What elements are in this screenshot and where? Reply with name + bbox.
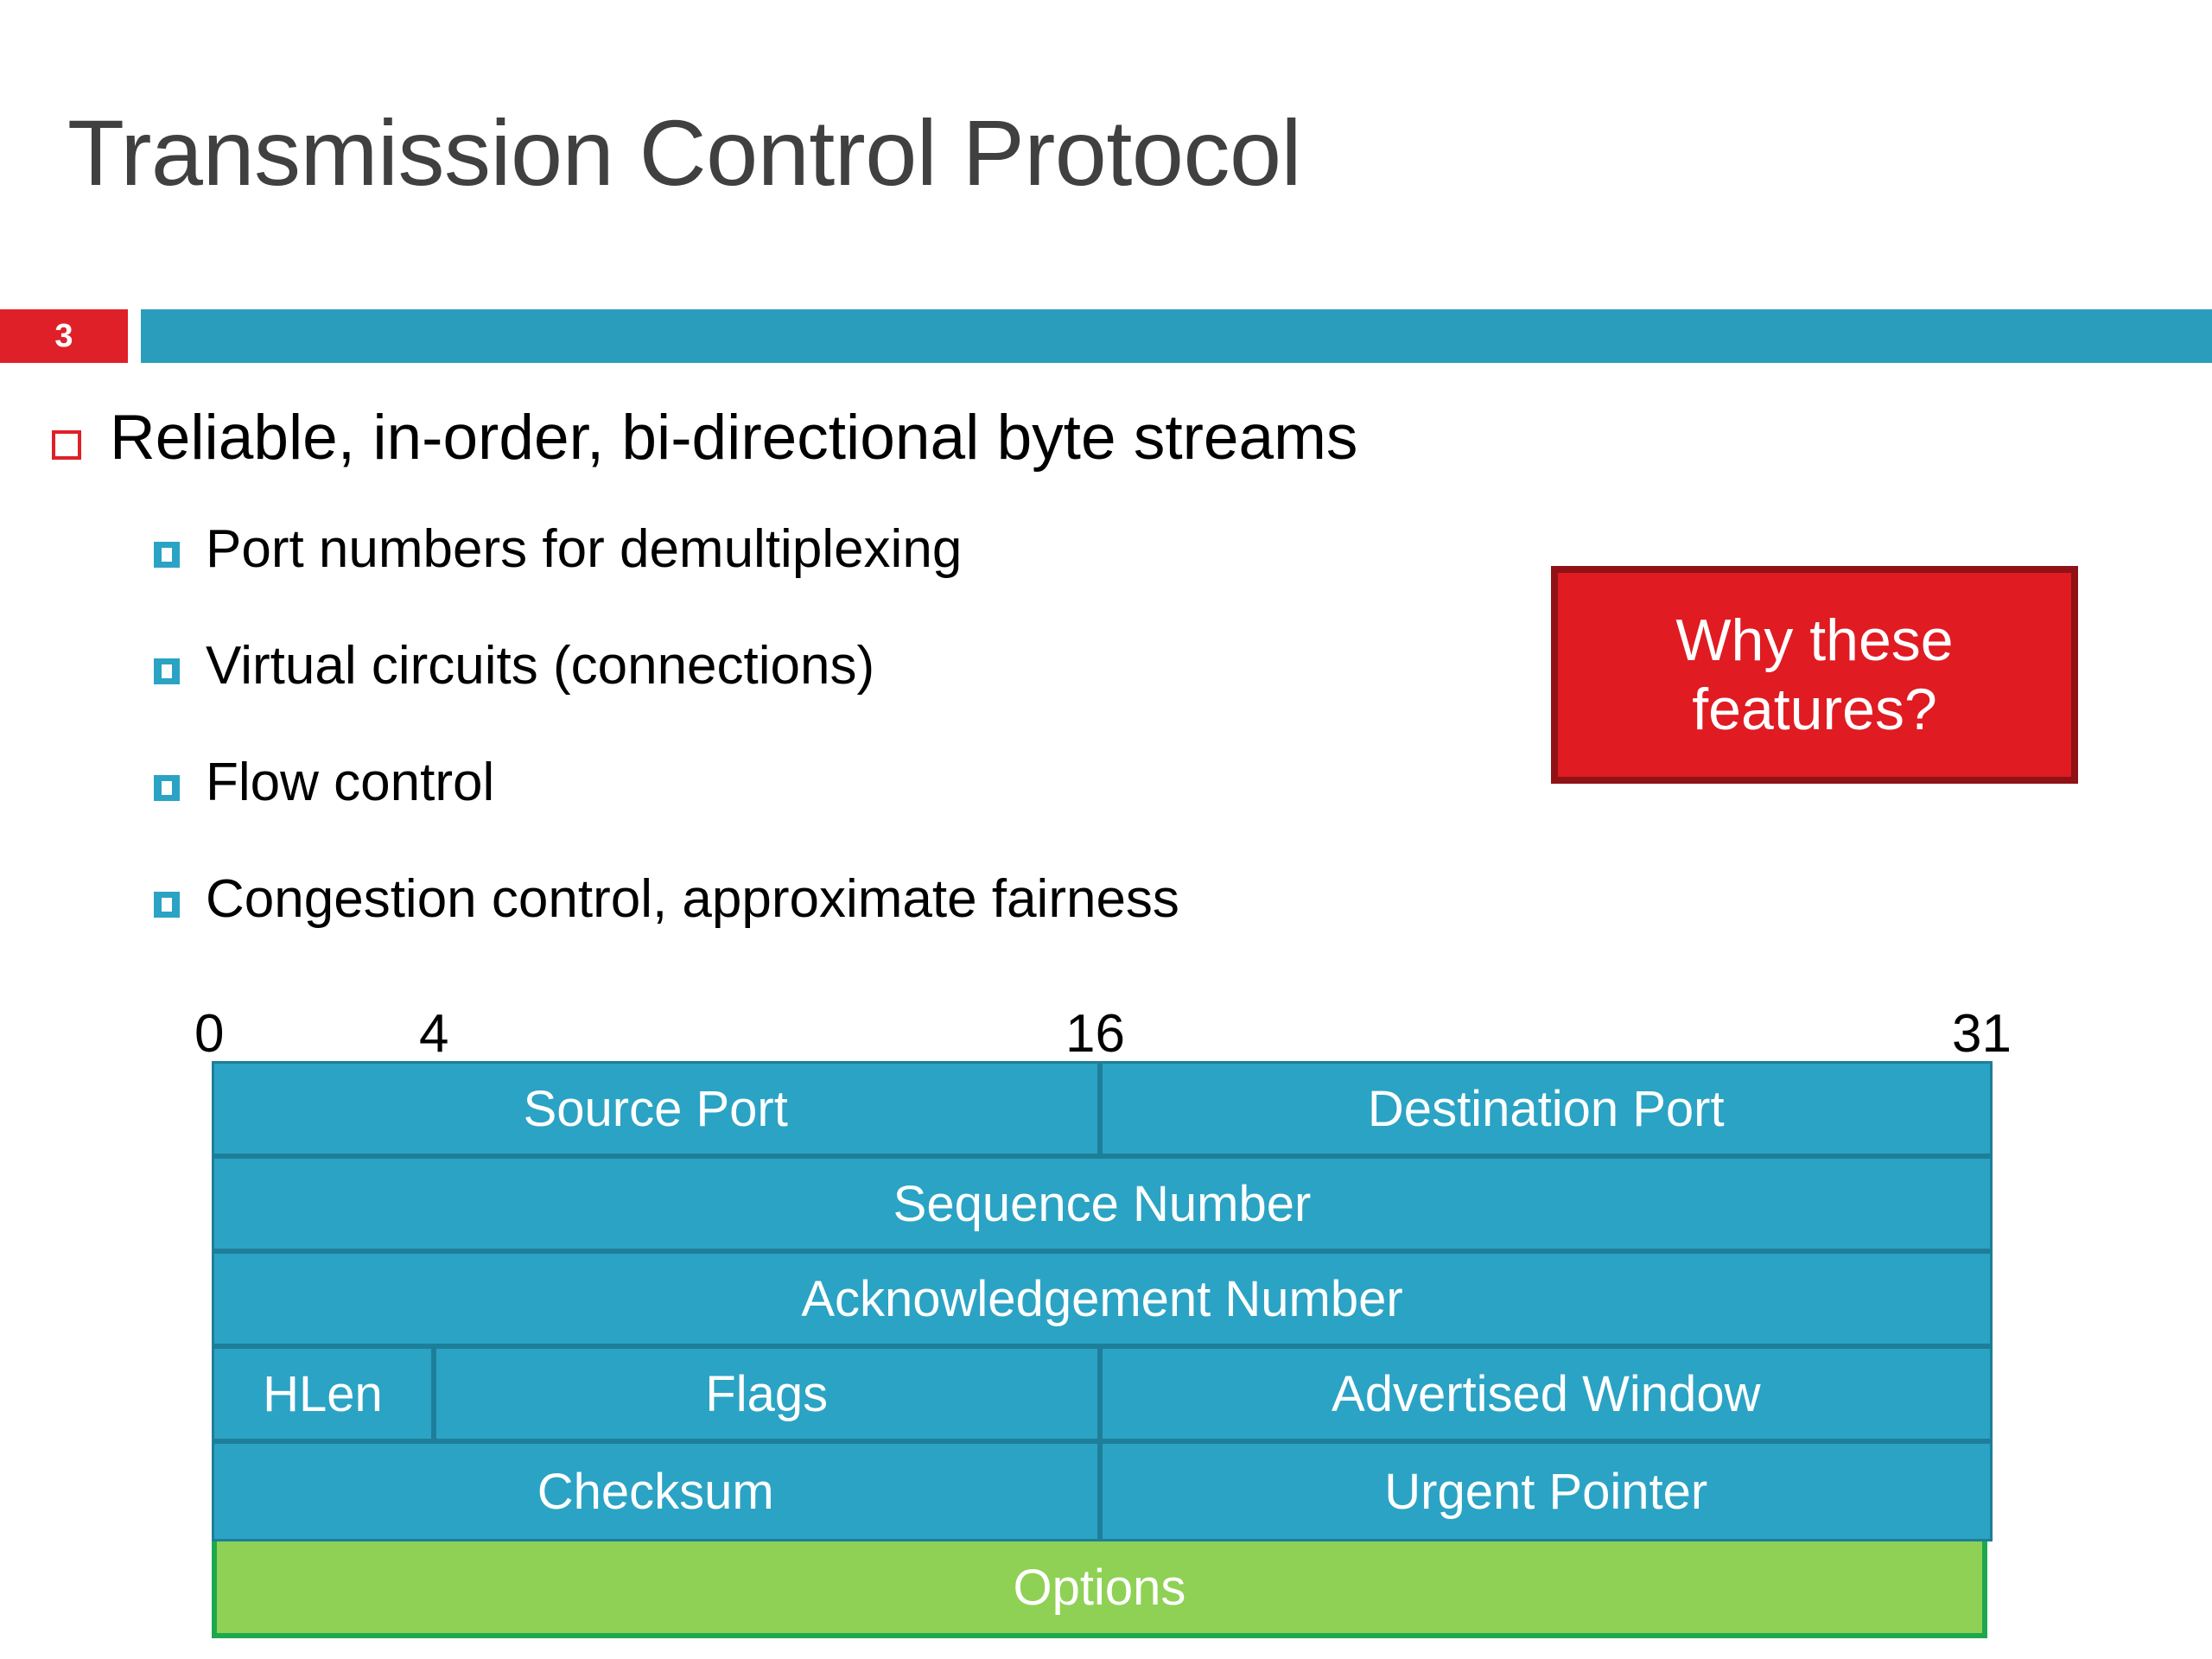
field-hlen: HLen: [214, 1349, 436, 1439]
field-sequence-number: Sequence Number: [214, 1159, 1990, 1249]
bit-ruler-tick-16: 16: [1065, 1004, 1125, 1064]
bit-ruler: 0 4 16 31: [194, 994, 2012, 1064]
square-filled-bullet-icon: [154, 542, 180, 568]
field-destination-port: Destination Port: [1102, 1064, 1990, 1154]
bullet-level2-congestion-control: Congestion control, approximate fairness: [154, 873, 1179, 926]
bit-ruler-tick-0: 0: [194, 1004, 225, 1064]
square-filled-bullet-icon: [154, 892, 180, 918]
bullet-level2-port-numbers: Port numbers for demultiplexing: [154, 523, 962, 576]
slide-number-badge: 3: [0, 309, 128, 363]
tcp-header-table: Source Port Destination Port Sequence Nu…: [212, 1061, 1993, 1541]
field-advertised-window: Advertised Window: [1102, 1349, 1990, 1439]
field-options: Options: [217, 1541, 1982, 1633]
header-row-hlen-flags-window: HLen Flags Advertised Window: [214, 1349, 1990, 1444]
bullet-level2-label: Congestion control, approximate fairness: [206, 869, 1179, 929]
divider-bar: [141, 309, 2212, 363]
bullet-level1-label: Reliable, in-order, bi-directional byte …: [110, 403, 1358, 473]
square-filled-bullet-icon: [154, 658, 180, 684]
field-acknowledgement-number: Acknowledgement Number: [214, 1254, 1990, 1344]
field-checksum: Checksum: [214, 1444, 1103, 1539]
bullet-level2-label: Virtual circuits (connections): [206, 636, 875, 696]
header-row-ports: Source Port Destination Port: [214, 1064, 1990, 1159]
header-row-checksum-urgent: Checksum Urgent Pointer: [214, 1444, 1990, 1539]
header-row-acknowledgement: Acknowledgement Number: [214, 1254, 1990, 1349]
field-source-port: Source Port: [214, 1064, 1103, 1154]
bit-ruler-tick-31: 31: [1952, 1004, 2012, 1064]
bullet-level2-flow-control: Flow control: [154, 756, 494, 810]
square-filled-bullet-icon: [154, 775, 180, 801]
bullet-level2-label: Flow control: [206, 753, 495, 812]
bullet-level2-label: Port numbers for demultiplexing: [206, 519, 963, 579]
callout-line-2: features?: [1692, 677, 1937, 742]
header-row-options: Options: [212, 1541, 1987, 1638]
slide-number-label: 3: [54, 318, 73, 354]
page-title: Transmission Control Protocol: [67, 100, 1302, 205]
field-urgent-pointer: Urgent Pointer: [1102, 1444, 1990, 1539]
square-outline-bullet-icon: [52, 430, 81, 460]
callout-line-1: Why these: [1675, 607, 1954, 673]
header-row-sequence: Sequence Number: [214, 1159, 1990, 1254]
callout-box: Why these features?: [1551, 566, 2078, 784]
bullet-level1: Reliable, in-order, bi-directional byte …: [52, 406, 1357, 469]
title-divider: 3: [0, 309, 2212, 363]
bit-ruler-tick-4: 4: [419, 1004, 449, 1064]
tcp-header-diagram: 0 4 16 31 Source Port Destination Port S…: [194, 994, 2012, 1638]
bullet-level2-virtual-circuits: Virtual circuits (connections): [154, 639, 874, 693]
field-flags: Flags: [435, 1349, 1103, 1439]
